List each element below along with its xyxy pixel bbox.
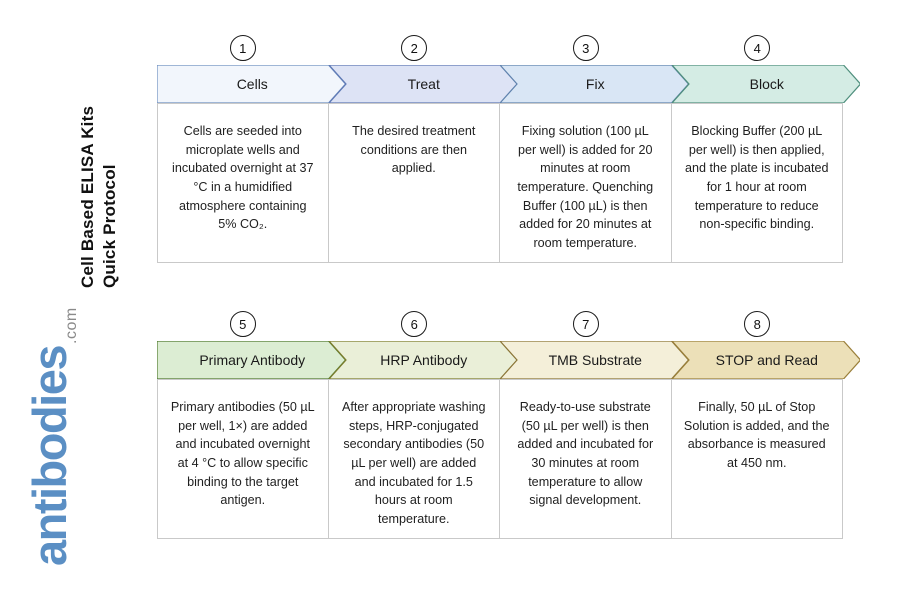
chevron-row-2: Primary Antibody HRP Antibody TMB Substrat… bbox=[157, 341, 860, 379]
chevron-shape-icon bbox=[671, 65, 860, 103]
flow-step-description: After appropriate washing steps, HRP-con… bbox=[341, 400, 486, 526]
flow-step-description: Primary antibodies (50 µL per well, 1×) … bbox=[170, 400, 315, 508]
body-row-2: Primary antibodies (50 µL per well, 1×) … bbox=[157, 379, 843, 539]
flow-step-description-box: The desired treatment conditions are the… bbox=[328, 103, 500, 263]
step-number-label: 3 bbox=[582, 40, 590, 56]
flow-step-label: Fix bbox=[585, 76, 605, 92]
step-number-badge: 3 bbox=[572, 35, 599, 61]
flow-step-chevron[interactable]: Cells bbox=[157, 65, 346, 103]
flow-step-label: Block bbox=[749, 76, 784, 92]
flow-step-description: The desired treatment conditions are the… bbox=[352, 124, 476, 176]
flow-step-description-box: Finally, 50 µL of Stop Solution is added… bbox=[671, 379, 843, 539]
chevron-shape-icon bbox=[328, 65, 517, 103]
page-title-line-1: Cell Based ELISA Kits bbox=[78, 105, 97, 288]
flow-step-description: Blocking Buffer (200 µL per well) is the… bbox=[684, 124, 829, 232]
flow-step-label: Treat bbox=[407, 76, 440, 92]
step-number-label: 5 bbox=[239, 316, 247, 332]
flow-step-chevron[interactable]: Fix bbox=[500, 65, 689, 103]
flow-step-description-box: Blocking Buffer (200 µL per well) is the… bbox=[671, 103, 843, 263]
flow-step-label: HRP Antibody bbox=[380, 352, 468, 368]
flow-step-description-box: Ready-to-use substrate (50 µL per well) … bbox=[500, 379, 672, 539]
flow-step-description: Fixing solution (100 µL per well) is add… bbox=[517, 124, 654, 250]
flow-step-chevron[interactable]: HRP Antibody bbox=[328, 341, 517, 379]
flow-step-description-box: Primary antibodies (50 µL per well, 1×) … bbox=[157, 379, 329, 539]
flow-step-description: Ready-to-use substrate (50 µL per well) … bbox=[517, 400, 654, 508]
flow-step-description-box: After appropriate washing steps, HRP-con… bbox=[328, 379, 500, 539]
flow-step-label: Cells bbox=[236, 76, 268, 92]
step-number-badge: 7 bbox=[572, 311, 599, 337]
flow-step-description: Cells are seeded into microplate wells a… bbox=[172, 124, 314, 232]
flow-step-label: TMB Substrate bbox=[548, 352, 642, 368]
flow-step-label: STOP and Read bbox=[715, 352, 818, 368]
flow-row-1: 1 2 3 4 Cells Treat Fix Block Cells are seeded… bbox=[157, 35, 860, 263]
step-number-badge: 6 bbox=[401, 311, 428, 337]
chevron-row-1: Cells Treat Fix Block bbox=[157, 65, 860, 103]
step-number-label: 4 bbox=[753, 40, 761, 56]
brand-logo-tld: .com bbox=[63, 307, 80, 344]
step-number-row-1: 1 2 3 4 bbox=[157, 35, 843, 65]
flow-row-2: 5 6 7 8 Primary Antibody HRP Antibody TMB Sub… bbox=[157, 311, 860, 539]
flow-step-description-box: Fixing solution (100 µL per well) is add… bbox=[500, 103, 672, 263]
step-number-label: 6 bbox=[410, 316, 418, 332]
flow-step-chevron[interactable]: Primary Antibody bbox=[157, 341, 346, 379]
body-row-1: Cells are seeded into microplate wells a… bbox=[157, 103, 843, 263]
brand-logo-wordmark: antibodies bbox=[23, 345, 76, 566]
chevron-shape-icon bbox=[500, 341, 689, 379]
flow-step-description-box: Cells are seeded into microplate wells a… bbox=[157, 103, 329, 263]
page-title-line-2: Quick Protocol bbox=[100, 164, 119, 288]
flow-step-chevron[interactable]: Block bbox=[671, 65, 860, 103]
chevron-shape-icon bbox=[328, 341, 517, 379]
flow-step-chevron[interactable]: STOP and Read bbox=[671, 341, 860, 379]
flow-step-label: Primary Antibody bbox=[199, 352, 306, 368]
step-number-label: 1 bbox=[239, 40, 247, 56]
flow-step-chevron[interactable]: Treat bbox=[328, 65, 517, 103]
flow-step-description: Finally, 50 µL of Stop Solution is added… bbox=[683, 400, 830, 470]
step-number-row-2: 5 6 7 8 bbox=[157, 311, 843, 341]
step-number-badge: 2 bbox=[401, 35, 428, 61]
flow-step-chevron[interactable]: TMB Substrate bbox=[500, 341, 689, 379]
chevron-shape-icon bbox=[500, 65, 689, 103]
step-number-label: 2 bbox=[410, 40, 418, 56]
chevron-shape-icon bbox=[671, 341, 860, 379]
step-number-label: 7 bbox=[582, 316, 590, 332]
step-number-badge: 4 bbox=[744, 35, 771, 61]
step-number-badge: 1 bbox=[229, 35, 256, 61]
step-number-label: 8 bbox=[753, 316, 761, 332]
step-number-badge: 5 bbox=[229, 311, 256, 337]
step-number-badge: 8 bbox=[744, 311, 771, 337]
